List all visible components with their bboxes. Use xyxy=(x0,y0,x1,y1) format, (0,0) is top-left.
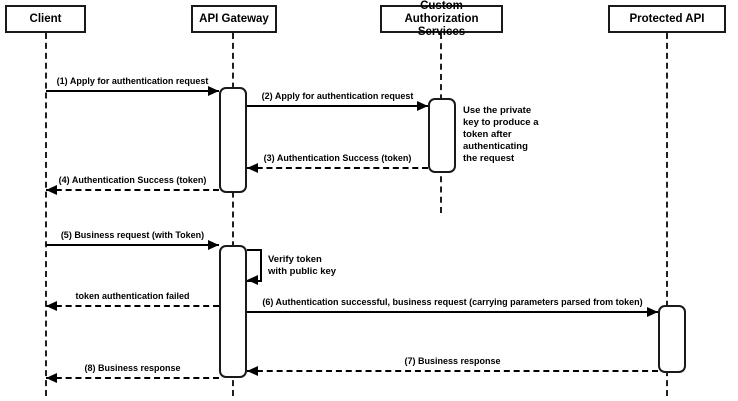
activation-custom-authorization-services xyxy=(428,98,456,173)
note-private-key: Use the private key to produce a token a… xyxy=(463,105,539,164)
message-1-arrowhead-icon xyxy=(208,86,219,96)
message-6-label: (6) Authentication successful, business … xyxy=(262,297,643,307)
message-5-arrowhead-icon xyxy=(208,240,219,250)
message-4-arrowhead-icon xyxy=(46,185,57,195)
message-token-failed-line xyxy=(46,305,219,307)
message-4-label: (4) Authentication Success (token) xyxy=(58,175,207,185)
message-7-arrowhead-icon xyxy=(247,366,258,376)
message-1-label: (1) Apply for authentication request xyxy=(56,76,209,86)
message-2-label: (2) Apply for authentication request xyxy=(261,91,414,101)
message-3-label: (3) Authentication Success (token) xyxy=(263,153,412,163)
message-8-arrowhead-icon xyxy=(46,373,57,383)
self-message-label: Verify token with public key xyxy=(268,254,337,277)
actor-api-gateway: API Gateway xyxy=(191,5,277,33)
message-2-arrowhead-icon xyxy=(417,101,428,111)
message-8-label: (8) Business response xyxy=(84,363,181,373)
message-5-label: (5) Business request (with Token) xyxy=(60,230,205,240)
actor-api-gateway-label: API Gateway xyxy=(199,12,269,25)
lifeline-protected-api xyxy=(666,33,668,396)
message-6-arrowhead-icon xyxy=(647,307,658,317)
actor-client-label: Client xyxy=(29,12,62,25)
activation-api-gateway-auth xyxy=(219,87,247,193)
message-4-line xyxy=(46,189,219,191)
lifeline-client xyxy=(45,33,47,396)
message-1-line xyxy=(46,90,219,92)
message-3-arrowhead-icon xyxy=(247,163,258,173)
actor-client: Client xyxy=(5,5,86,33)
message-8-line xyxy=(46,377,219,379)
message-2-line xyxy=(247,105,428,107)
actor-protected-api-label: Protected API xyxy=(629,12,705,25)
actor-custom-authorization-services-label: Custom Authorization Services xyxy=(404,0,479,38)
message-5-line xyxy=(46,244,219,246)
actor-custom-authorization-services: Custom Authorization Services xyxy=(380,0,503,38)
lifeline-api-gateway xyxy=(232,33,234,396)
self-message-arrowhead-icon xyxy=(247,275,258,285)
activation-protected-api xyxy=(658,305,686,373)
message-6-line xyxy=(247,311,658,313)
actor-protected-api: Protected API xyxy=(608,5,726,33)
message-7-label: (7) Business response xyxy=(404,356,501,366)
message-3-line xyxy=(247,167,428,169)
activation-api-gateway-business xyxy=(219,245,247,378)
message-token-failed-arrowhead-icon xyxy=(46,301,57,311)
message-token-failed-label: token authentication failed xyxy=(75,291,190,301)
message-7-line xyxy=(247,370,658,372)
